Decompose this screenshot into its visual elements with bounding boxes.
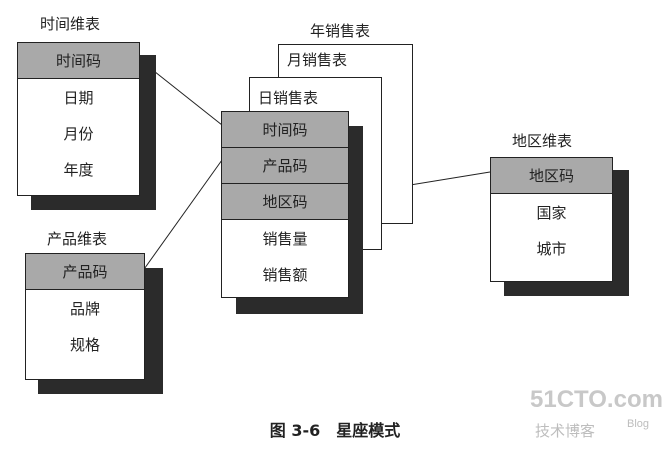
year-sales-title: 年销售表 (310, 22, 371, 40)
fact-measure-quantity: 销售量 (262, 229, 308, 248)
fact-key-time: 时间码 (222, 112, 348, 148)
time-row-month: 月份 (63, 124, 94, 143)
fact-key-region: 地区码 (222, 184, 348, 220)
region-row-city: 城市 (536, 239, 567, 258)
daily-sales-table: 时间码 产品码 地区码 销售量 销售额 (221, 111, 349, 298)
product-row-brand: 品牌 (69, 299, 100, 318)
time-dim-table: 时间码 日期 月份 年度 (17, 42, 140, 196)
product-key-cell: 产品码 (26, 254, 144, 290)
watermark-site: 51CTO.com (530, 386, 663, 413)
fact-measure-amount: 销售额 (262, 265, 308, 284)
product-connector (141, 159, 223, 273)
product-dim-title: 产品维表 (47, 230, 108, 248)
region-dim-title: 地区维表 (512, 132, 573, 150)
figure-caption: 图 3-6 星座模式 (269, 421, 401, 440)
watermark-blog: Blog (627, 418, 650, 430)
time-key-cell: 时间码 (18, 43, 139, 79)
month-sales-title: 月销售表 (287, 51, 348, 69)
product-dim-table: 产品码 品牌 规格 (25, 253, 145, 380)
region-dim-table: 地区码 国家 城市 (490, 157, 613, 282)
region-row-country: 国家 (536, 203, 567, 222)
day-sales-title: 日销售表 (258, 89, 319, 107)
fact-key-product: 产品码 (222, 148, 348, 184)
watermark-label: 技术博客 (535, 422, 596, 440)
time-dim-title: 时间维表 (40, 15, 101, 33)
product-row-spec: 规格 (69, 335, 100, 354)
time-row-year: 年度 (63, 160, 94, 179)
region-key-cell: 地区码 (491, 158, 612, 194)
time-row-date: 日期 (63, 88, 94, 107)
